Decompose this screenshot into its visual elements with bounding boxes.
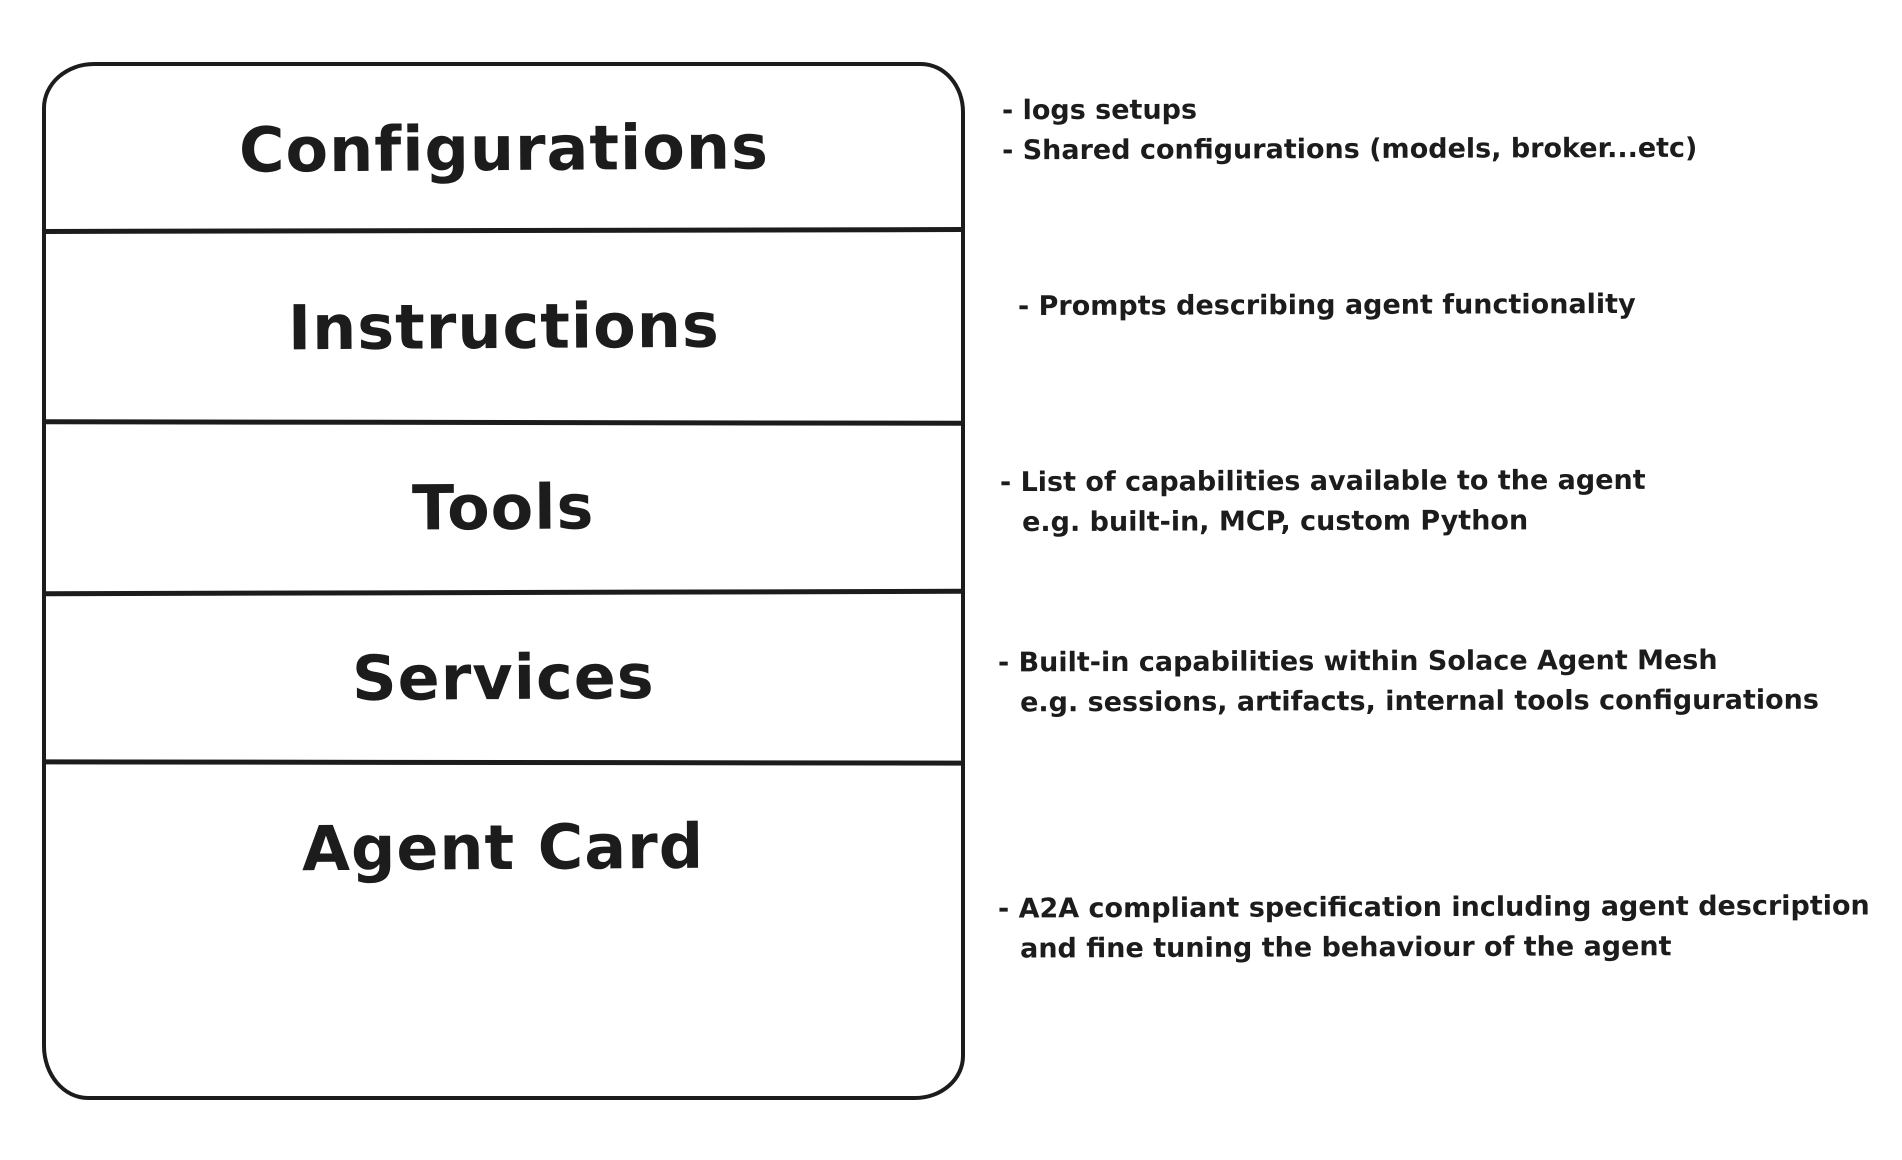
- annotation-tools: - List of capabilities available to the …: [1000, 461, 1646, 543]
- section-label-tools: Tools: [412, 469, 595, 545]
- annotation-line: - A2A compliant specification including …: [997, 890, 1870, 925]
- agent-stack-box: Configurations Instructions Tools Servic…: [42, 62, 965, 1100]
- annotation-line: and fine tuning the behaviour of the age…: [1020, 931, 1672, 965]
- annotation-agent-card: - A2A compliant specification including …: [998, 886, 1870, 969]
- annotation-line: - Shared configurations (models, broker.…: [1002, 132, 1698, 167]
- annotation-line: - List of capabilities available to the …: [999, 464, 1646, 499]
- section-label-services: Services: [351, 639, 656, 715]
- annotation-line: - logs setups: [1001, 94, 1198, 127]
- section-instructions: Instructions: [46, 230, 961, 422]
- section-label-configurations: Configurations: [238, 109, 769, 187]
- annotation-services: - Built-in capabilities within Solace Ag…: [998, 641, 1819, 724]
- section-agent-card: Agent Card: [46, 762, 961, 932]
- section-configurations: Configurations: [46, 66, 961, 230]
- annotation-line: e.g. sessions, artifacts, internal tools…: [1020, 684, 1819, 719]
- annotation-instructions: - Prompts describing agent functionality: [1018, 285, 1636, 327]
- annotation-line: - Prompts describing agent functionality: [1017, 288, 1636, 323]
- section-services: Services: [46, 592, 961, 762]
- annotation-configurations: - logs setups - Shared configurations (m…: [1002, 89, 1698, 171]
- section-label-instructions: Instructions: [287, 288, 720, 364]
- annotation-line: e.g. built-in, MCP, custom Python: [1022, 505, 1529, 539]
- section-tools: Tools: [46, 422, 961, 592]
- annotation-line: - Built-in capabilities within Solace Ag…: [997, 644, 1718, 679]
- section-label-agent-card: Agent Card: [302, 809, 705, 885]
